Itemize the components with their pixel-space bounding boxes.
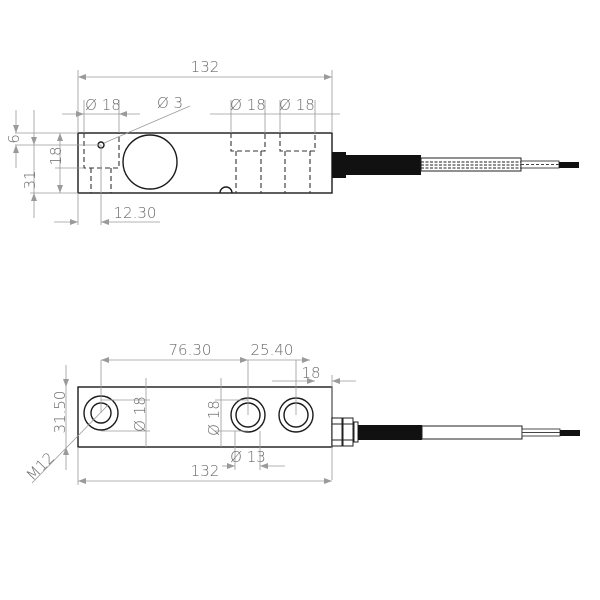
bottom-view: 76.30 25.40 18 31.50 Ø 18 Ø 18 Ø 13 M12 …: [23, 341, 580, 485]
top-dim-6: 6: [5, 134, 23, 144]
bottom-dim-76-30: 76.30: [169, 341, 212, 359]
bottom-dim-31-50: 31.50: [51, 391, 69, 434]
top-dim-left-dia18: Ø 18: [85, 96, 121, 114]
bottom-dim-132: 132: [191, 462, 220, 480]
top-dim-pin-dia3: Ø 3: [157, 94, 183, 112]
bottom-cable-assembly: [331, 417, 580, 447]
bottom-dim-inner-dia13: Ø 13: [230, 448, 266, 466]
left-counterbore-hidden: [83, 133, 120, 169]
top-view: 132 Ø 18 Ø 3 Ø 18 Ø 18 6 18 31 12.30: [5, 58, 579, 225]
top-cable-assembly: [332, 152, 579, 178]
right-bore-hidden: [284, 151, 311, 193]
top-dim-31: 31: [21, 170, 39, 189]
bottom-dim-25-40: 25.40: [251, 341, 294, 359]
top-dim-right-dia18: Ø 18: [279, 96, 315, 114]
bottom-notch: [219, 186, 233, 194]
center-strain-hole: [122, 134, 178, 190]
bottom-dim-m12: M12: [23, 449, 58, 484]
left-bore-hidden: [90, 168, 112, 193]
mid-counterbore-hidden: [230, 133, 266, 152]
mid-bore-hidden: [235, 151, 262, 193]
top-view-body: [77, 132, 333, 194]
bottom-dim-left-dia18: Ø 18: [131, 396, 149, 432]
top-dim-132: 132: [191, 58, 220, 76]
top-dim-18: 18: [47, 146, 65, 165]
top-dim-mid-dia18: Ø 18: [230, 96, 266, 114]
top-dim-12-30: 12.30: [114, 204, 157, 222]
bottom-dim-18-top: 18: [301, 364, 320, 382]
right-counterbore-hidden: [279, 133, 316, 152]
bottom-dim-mid-dia18: Ø 18: [205, 400, 223, 436]
